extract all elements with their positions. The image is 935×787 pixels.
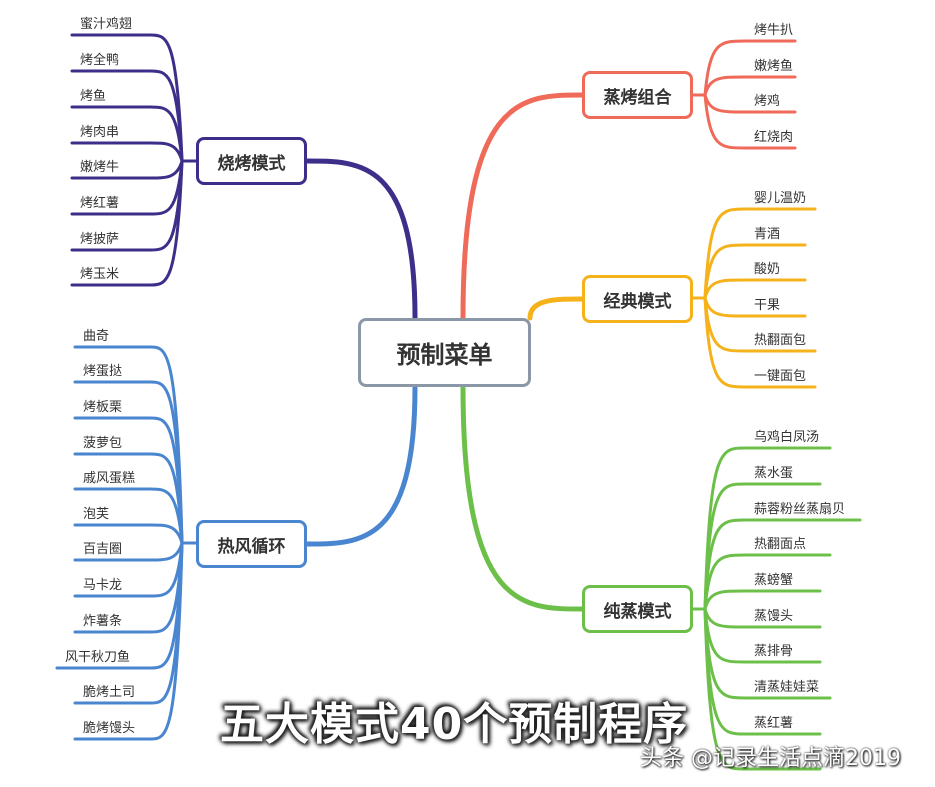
leaf-item: 烤蛋挞 — [83, 364, 123, 379]
leaf-item: 烤鱼 — [80, 89, 107, 104]
leaf-connector — [703, 278, 807, 300]
caption-overlay: 五大模式40个预制程序 — [220, 699, 689, 750]
leaf-item: 蒸螃蟹 — [754, 573, 794, 588]
leaf-item: 蒸红薯 — [754, 716, 794, 731]
leaf-connector — [70, 159, 184, 287]
leaf-item: 曲奇 — [83, 329, 110, 344]
leaf-item: 脆烤馒头 — [83, 721, 136, 736]
leaf-item: 烤披萨 — [80, 232, 120, 247]
branch-node-steam: 纯蒸模式 — [582, 585, 693, 633]
branch-label: 纯蒸模式 — [603, 601, 672, 622]
root-node: 预制菜单 — [358, 318, 531, 387]
leaf-item: 马卡龙 — [83, 578, 123, 593]
branch-node-bbq: 烧烤模式 — [196, 137, 307, 185]
leaf-connector — [703, 75, 797, 97]
leaf-item: 泡芙 — [83, 507, 110, 522]
leaf-item: 酸奶 — [754, 262, 781, 277]
leaf-item: 青酒 — [754, 227, 781, 242]
leaf-item: 蒸排骨 — [754, 644, 794, 659]
leaf-item: 蒸馒头 — [754, 609, 794, 624]
leaf-item: 一键面包 — [754, 369, 807, 384]
leaf-connector — [703, 553, 832, 611]
leaf-connector — [703, 93, 797, 114]
leaf-connector — [703, 243, 807, 300]
leaf-connector — [70, 141, 184, 163]
leaf-connector — [73, 541, 184, 741]
leaf-connector — [73, 523, 184, 545]
leaf-item: 蜜汁鸡翅 — [80, 17, 133, 32]
leaf-item: 清蒸娃娃菜 — [754, 680, 820, 695]
leaf-item: 嫩烤鱼 — [754, 59, 794, 74]
leaf-item: 烤肉串 — [80, 125, 120, 140]
watermark: 头条 @记录生活点滴2019 — [640, 746, 901, 771]
leaf-item: 脆烤土司 — [83, 685, 136, 700]
leaf-connector — [703, 589, 822, 611]
leaf-item: 嫩烤牛 — [80, 160, 120, 175]
root-label: 预制菜单 — [396, 341, 493, 369]
branch-label: 蒸烤组合 — [603, 87, 672, 108]
leaf-connector — [73, 452, 184, 545]
leaf-connector — [703, 296, 817, 389]
main-branch-connector — [460, 384, 585, 612]
leaf-item: 干果 — [754, 298, 781, 313]
leaf-connector — [703, 93, 797, 150]
leaf-connector — [703, 518, 862, 611]
branch-node-convection: 热风循环 — [196, 520, 307, 568]
leaf-item: 烤全鸭 — [80, 53, 120, 68]
leaf-item: 蒜蓉粉丝蒸扇贝 — [754, 502, 846, 517]
leaf-item: 烤牛扒 — [754, 23, 794, 38]
main-branch-connector — [304, 158, 418, 321]
leaf-item: 乌鸡白凤汤 — [754, 430, 820, 445]
branch-node-classic: 经典模式 — [582, 275, 693, 323]
leaf-item: 烤板栗 — [83, 400, 123, 415]
branch-label: 烧烤模式 — [217, 153, 286, 174]
main-branch-connector — [460, 92, 585, 321]
leaf-connector — [703, 39, 797, 97]
leaf-item: 烤鸡 — [754, 94, 781, 109]
leaf-connector — [70, 105, 184, 163]
leaf-connector — [70, 69, 184, 163]
leaf-item: 红烧肉 — [754, 130, 794, 145]
leaf-item: 风干秋刀鱼 — [65, 650, 131, 665]
leaf-item: 蒸水蛋 — [754, 466, 794, 481]
leaf-item: 百吉圈 — [83, 542, 123, 557]
branch-label: 经典模式 — [603, 291, 672, 312]
leaf-item: 菠萝包 — [83, 436, 123, 451]
leaf-item: 烤玉米 — [80, 267, 120, 282]
main-branch-connector — [304, 384, 418, 547]
leaf-item: 炸薯条 — [83, 614, 123, 629]
branch-label: 热风循环 — [217, 536, 286, 557]
leaf-item: 戚风蛋糕 — [83, 471, 136, 486]
leaf-connector — [703, 607, 822, 771]
leaf-item: 婴儿温奶 — [754, 191, 807, 206]
leaf-item: 烤红薯 — [80, 196, 120, 211]
main-branch-connector — [527, 296, 585, 321]
leaf-item: 热翻面包 — [754, 333, 807, 348]
leaf-connector — [703, 207, 817, 300]
leaf-item: 热翻面点 — [754, 537, 807, 552]
leaf-connector — [73, 487, 184, 545]
branch-node-steam_bake: 蒸烤组合 — [582, 71, 693, 119]
